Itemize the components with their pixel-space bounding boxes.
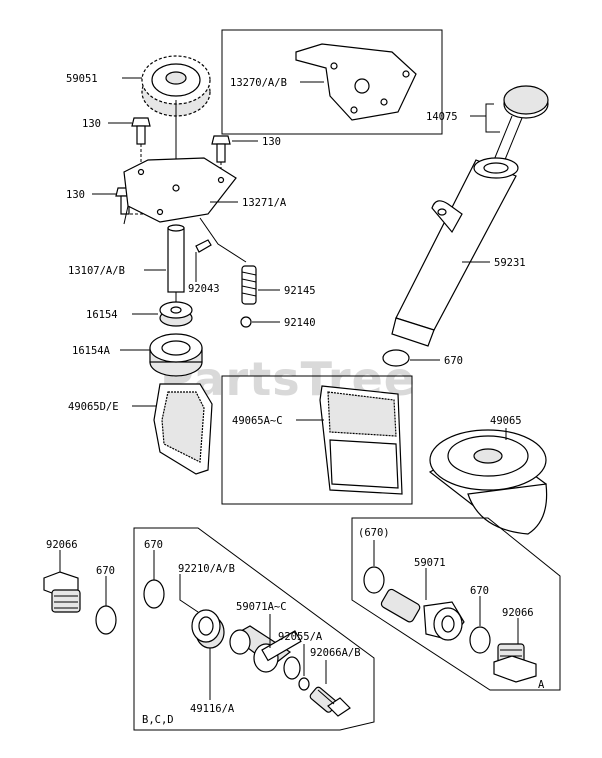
- label-bcd: B,C,D: [142, 714, 174, 726]
- strainer-49065ac[interactable]: [319, 385, 403, 495]
- dipstick-tube-59231[interactable]: [391, 157, 519, 347]
- fitting-59071[interactable]: [380, 588, 465, 641]
- plate-13270[interactable]: [295, 43, 417, 121]
- label-92066-b: 92066: [502, 607, 534, 619]
- label-130-a: 130: [82, 118, 101, 130]
- label-670-c: 670: [144, 539, 163, 551]
- label-13107: 13107/A/B: [68, 265, 125, 277]
- label-670-a: 670: [444, 355, 463, 367]
- callout-box-49065ac: [221, 375, 413, 505]
- label-670-d: 670: [470, 585, 489, 597]
- rotor-housing-16154a[interactable]: [149, 333, 203, 377]
- nut-92210[interactable]: [191, 609, 225, 649]
- label-92066-a: 92066: [46, 539, 78, 551]
- spring-92145[interactable]: [241, 265, 257, 305]
- strainer-49065de[interactable]: [153, 383, 213, 475]
- label-59071: 59071: [414, 557, 446, 569]
- label-92055: 92055/A: [278, 631, 323, 643]
- label-92043: 92043: [188, 283, 220, 295]
- dipstick-14075[interactable]: [493, 85, 549, 163]
- label-49065de: 49065D/E: [68, 401, 119, 413]
- label-92210: 92210/A/B: [178, 563, 235, 575]
- label-49065: 49065: [490, 415, 522, 427]
- callout-box-13270: [221, 29, 443, 135]
- label-49116: 49116/A: [190, 703, 235, 715]
- drain-plug-92066-right[interactable]: [493, 643, 537, 683]
- label-13271: 13271/A: [242, 197, 287, 209]
- o-ring-92055[interactable]: [298, 677, 310, 691]
- drain-plug-92066-left[interactable]: [43, 571, 81, 613]
- callout-box-a: [351, 517, 561, 691]
- oil-filter-49065[interactable]: [428, 429, 548, 535]
- bolt-130-top[interactable]: [131, 117, 151, 172]
- fitting-59071ac[interactable]: [229, 625, 302, 680]
- label-49065ac: 49065A~C: [232, 415, 283, 427]
- o-ring-670-tube[interactable]: [382, 349, 410, 367]
- label-130-b: 130: [262, 136, 281, 148]
- label-59051: 59051: [66, 73, 98, 85]
- pin-92043[interactable]: [195, 239, 212, 253]
- o-ring-670-left[interactable]: [95, 605, 117, 635]
- shaft-13107[interactable]: [167, 224, 185, 306]
- o-ring-670-bcd[interactable]: [143, 579, 165, 609]
- ball-92140[interactable]: [240, 316, 252, 328]
- label-130-c: 130: [66, 189, 85, 201]
- label-92066ab: 92066A/B: [310, 647, 361, 659]
- gear-59051[interactable]: [141, 55, 211, 186]
- label-670-b: 670: [96, 565, 115, 577]
- label-14075: 14075: [426, 111, 458, 123]
- plug-92066ab[interactable]: [309, 686, 351, 717]
- label-92140: 92140: [284, 317, 316, 329]
- label-59231: 59231: [494, 257, 526, 269]
- o-ring-670-paren[interactable]: [363, 566, 385, 594]
- label-59071ac: 59071A~C: [236, 601, 287, 613]
- bolt-130-right[interactable]: [211, 135, 231, 182]
- label-13270: 13270/A/B: [230, 77, 287, 89]
- label-16154a: 16154A: [72, 345, 111, 357]
- plate-13271[interactable]: [123, 157, 237, 225]
- label-a: A: [538, 679, 545, 691]
- label-670-paren: (670): [358, 527, 390, 539]
- rotor-16154[interactable]: [159, 301, 193, 327]
- label-16154: 16154: [86, 309, 118, 321]
- label-92145: 92145: [284, 285, 316, 297]
- o-ring-670-a[interactable]: [469, 626, 491, 654]
